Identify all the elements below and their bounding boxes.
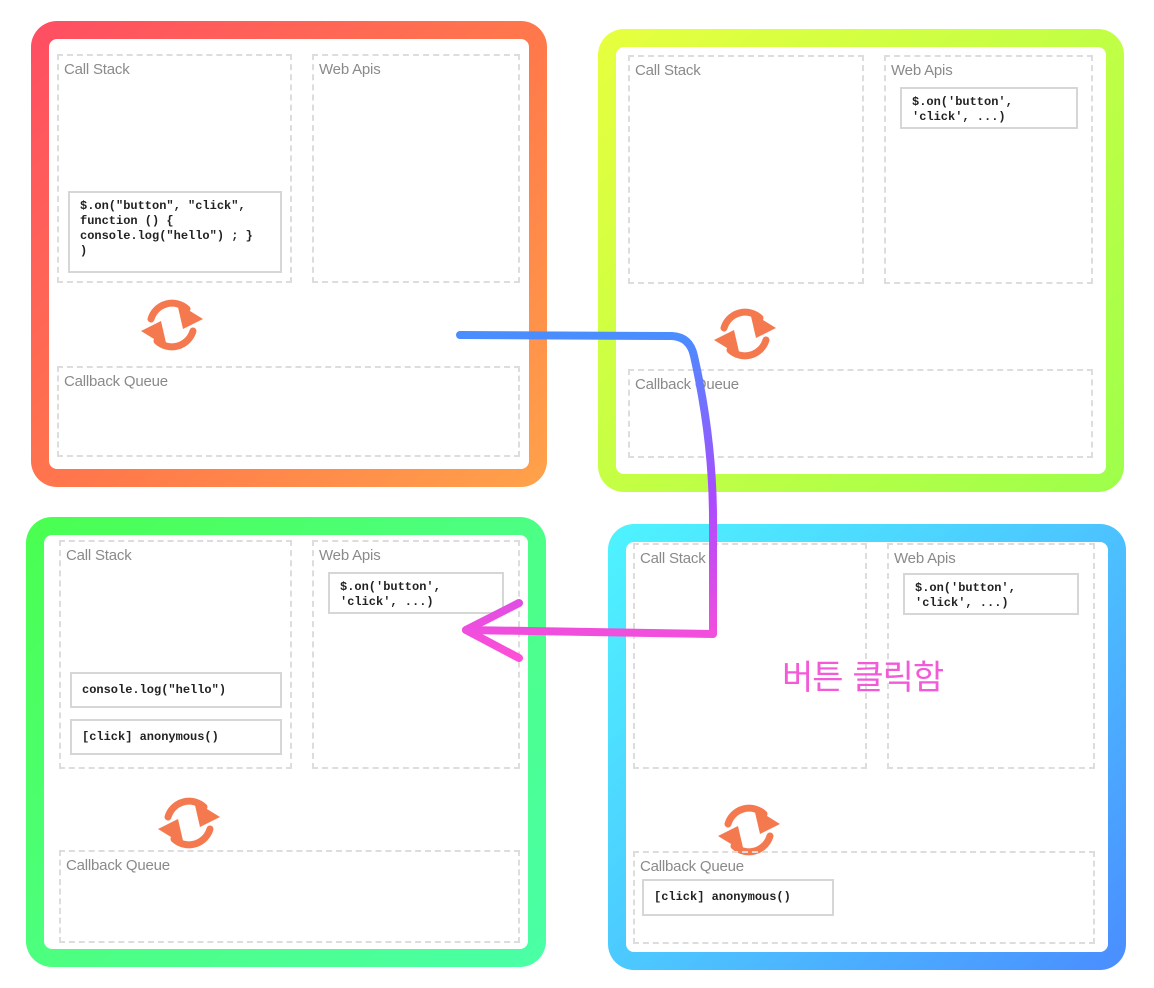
refresh-cycle-arc xyxy=(724,804,768,828)
call-stack-label: Call Stack xyxy=(635,62,701,79)
call-stack-zone: Call Stack xyxy=(633,543,867,769)
refresh-cycle-icon xyxy=(718,804,780,856)
code-line: [click] anonymous() xyxy=(82,730,219,744)
refresh-cycle-arc xyxy=(720,308,764,332)
panel-step-2: Call Stack Web Apis $.on('button', 'clic… xyxy=(598,29,1124,492)
callback-queue-label: Callback Queue xyxy=(640,858,744,875)
panel-step-4-body: Call Stack console.log("hello") [click] … xyxy=(44,535,528,949)
refresh-cycle-arrowhead xyxy=(141,321,167,347)
code-line: $.on('button', xyxy=(340,580,441,594)
panel-step-1-body: Call Stack $.on("button", "click", funct… xyxy=(49,39,529,469)
web-apis-zone: Web Apis xyxy=(312,54,520,283)
callback-queue-zone: Callback Queue xyxy=(628,369,1093,458)
code-line: $.on('button', xyxy=(912,95,1013,109)
panel-step-4: Call Stack console.log("hello") [click] … xyxy=(26,517,546,967)
code-line: console.log("hello") ; } xyxy=(80,229,253,243)
callback-queue-zone: Callback Queue [click] anonymous() xyxy=(633,851,1095,944)
code-line: $.on('button', xyxy=(915,581,1016,595)
call-stack-label: Call Stack xyxy=(64,61,130,78)
button-click-caption: 버튼 클릭함 xyxy=(782,658,944,698)
panel-step-3: Call Stack Web Apis $.on('button', 'clic… xyxy=(608,524,1126,970)
web-apis-label: Web Apis xyxy=(891,62,953,79)
code-line: $.on("button", "click", xyxy=(80,199,246,213)
panel-step-3-body: Call Stack Web Apis $.on('button', 'clic… xyxy=(626,542,1108,952)
flow-arrow-path xyxy=(456,331,717,638)
call-stack-label: Call Stack xyxy=(640,550,706,567)
panel-step-1: Call Stack $.on("button", "click", funct… xyxy=(31,21,547,487)
refresh-cycle-icon xyxy=(158,797,220,849)
callback-queue-zone: Callback Queue xyxy=(57,366,520,457)
callback-queue-label: Callback Queue xyxy=(64,373,168,390)
call-stack-zone: Call Stack xyxy=(628,55,864,284)
call-stack-card: [click] anonymous() xyxy=(70,719,282,755)
code-line: function () { xyxy=(80,214,174,228)
refresh-cycle-arrowhead xyxy=(754,808,780,834)
code-line: 'click', ...) xyxy=(340,595,434,609)
web-api-card: $.on('button', 'click', ...) xyxy=(328,572,504,614)
callback-queue-label: Callback Queue xyxy=(66,857,170,874)
panel-step-2-body: Call Stack Web Apis $.on('button', 'clic… xyxy=(616,47,1106,474)
refresh-cycle-arc xyxy=(164,797,208,821)
code-line: 'click', ...) xyxy=(912,110,1006,124)
refresh-cycle-arrowhead xyxy=(158,819,184,845)
flow-arrow-head xyxy=(462,599,523,662)
code-line: console.log("hello") xyxy=(82,683,227,697)
refresh-cycle-arrowhead xyxy=(177,303,203,329)
code-card: $.on("button", "click", function () { co… xyxy=(68,191,282,273)
web-api-card: $.on('button', 'click', ...) xyxy=(903,573,1079,615)
refresh-cycle-icon xyxy=(141,299,203,351)
web-apis-zone: Web Apis $.on('button', 'click', ...) xyxy=(887,543,1095,769)
refresh-cycle-arrowhead xyxy=(750,312,776,338)
web-apis-zone: Web Apis $.on('button', 'click', ...) xyxy=(312,540,520,769)
web-apis-label: Web Apis xyxy=(319,547,381,564)
web-apis-zone: Web Apis $.on('button', 'click', ...) xyxy=(884,55,1093,284)
refresh-cycle-arc xyxy=(153,327,197,351)
queue-card: [click] anonymous() xyxy=(642,879,834,916)
call-stack-zone: Call Stack $.on("button", "click", funct… xyxy=(57,54,292,283)
web-apis-label: Web Apis xyxy=(319,61,381,78)
refresh-cycle-arrowhead xyxy=(718,826,744,852)
refresh-cycle-icon xyxy=(714,308,776,360)
refresh-cycle-arc xyxy=(726,336,770,360)
refresh-cycle-arc xyxy=(170,825,214,849)
callback-queue-label: Callback Queue xyxy=(635,376,739,393)
web-api-card: $.on('button', 'click', ...) xyxy=(900,87,1078,129)
refresh-cycle-arc xyxy=(147,299,191,323)
refresh-cycle-arrowhead xyxy=(714,330,740,356)
call-stack-zone: Call Stack console.log("hello") [click] … xyxy=(59,540,292,769)
call-stack-label: Call Stack xyxy=(66,547,132,564)
code-line: [click] anonymous() xyxy=(654,890,791,904)
code-line: 'click', ...) xyxy=(915,596,1009,610)
call-stack-card: console.log("hello") xyxy=(70,672,282,708)
code-line: ) xyxy=(80,244,88,258)
web-apis-label: Web Apis xyxy=(894,550,956,567)
refresh-cycle-arrowhead xyxy=(194,801,220,827)
callback-queue-zone: Callback Queue xyxy=(59,850,520,943)
